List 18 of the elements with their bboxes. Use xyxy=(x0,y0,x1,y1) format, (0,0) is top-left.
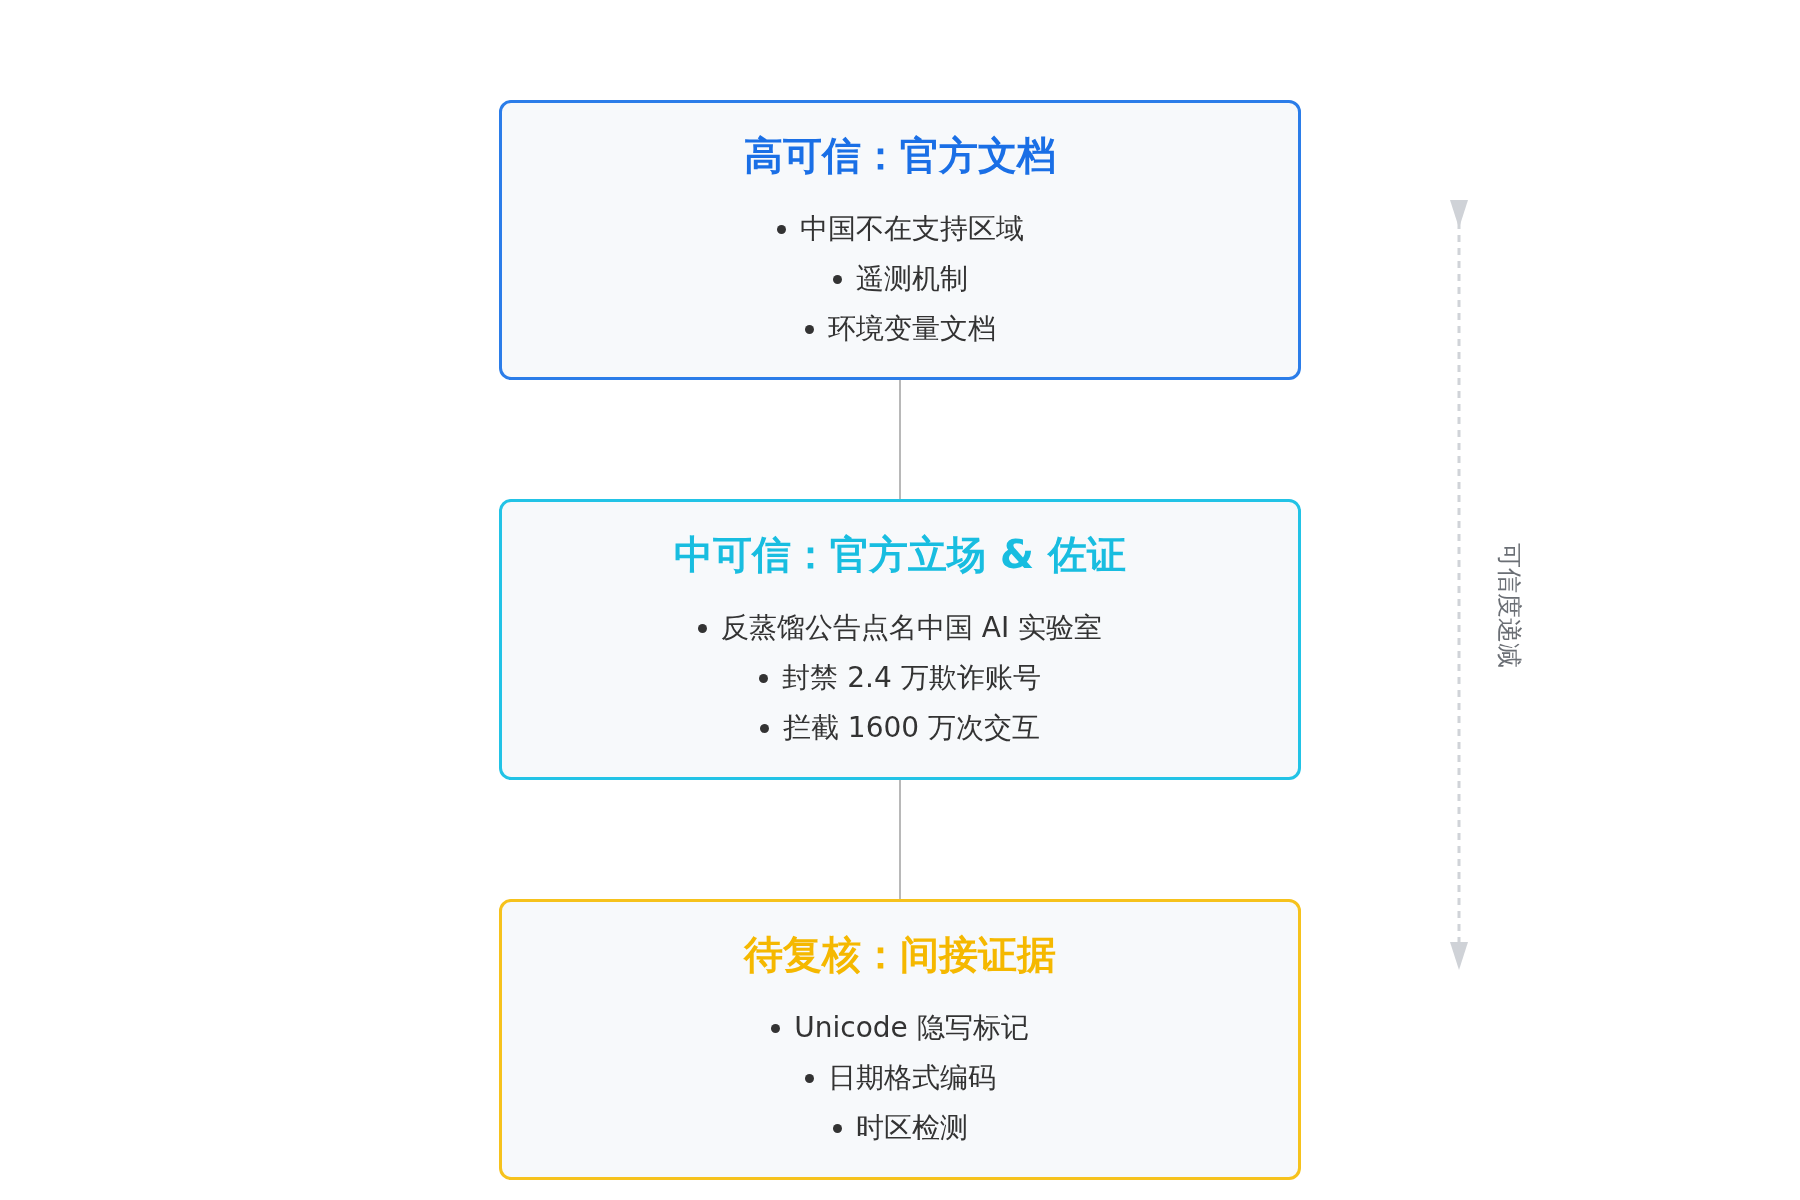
evidence-item: Unicode 隐写标记 xyxy=(794,1010,1029,1046)
tier-heading: 中可信：官方立场 & 佐证 xyxy=(674,531,1126,579)
evidence-tier-card xyxy=(499,100,1301,380)
evidence-item: 拦截 1600 万次交互 xyxy=(782,710,1041,746)
connector-line xyxy=(899,779,901,900)
axis-label: 可信度递减 xyxy=(1493,542,1523,668)
evidence-item: 反蒸馏公告点名中国 AI 实验室 xyxy=(720,610,1103,646)
evidence-item: 封禁 2.4 万欺诈账号 xyxy=(782,660,1041,696)
evidence-item: 遥测机制 xyxy=(855,261,968,297)
evidence-item: 日期格式编码 xyxy=(827,1060,996,1096)
evidence-item: 中国不在支持区域 xyxy=(799,211,1024,247)
evidence-tier-card xyxy=(499,499,1301,780)
connector-line xyxy=(899,379,901,500)
tier-heading: 待复核：间接证据 xyxy=(744,931,1056,979)
evidence-item: 时区检测 xyxy=(855,1110,968,1146)
evidence-item: 环境变量文档 xyxy=(827,311,996,347)
tier-heading: 高可信：官方文档 xyxy=(744,132,1056,180)
evidence-tier-card xyxy=(499,899,1301,1180)
